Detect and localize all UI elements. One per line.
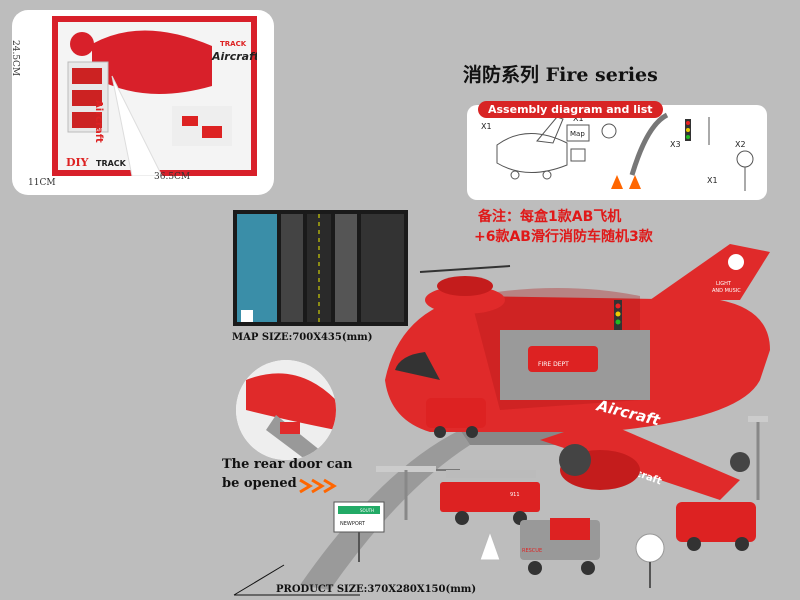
plane-tail-text-1: LIGHT [716,281,732,287]
box-logo-top: TRACK [220,40,247,48]
box-illustration: TRACK Aircraft Aircraft DIY TRACK [52,16,257,176]
box-side-text: Aircraft [93,100,104,143]
assembly-qty-3: X3 [670,140,681,149]
ladder-truck-number: 911 [510,492,520,498]
assembly-qty-1c: X1 [707,176,718,185]
play-map [233,210,408,326]
box-track-label: TRACK [96,159,127,168]
assembly-header: Assembly diagram and list [478,101,663,118]
fire-dept-label: FIRE DEPT [538,361,569,368]
map-size-label: MAP SIZE:700X435(mm) [232,332,373,343]
product-size-label: PRODUCT SIZE:370X280X150(mm) [276,584,477,595]
note-line-1: 备注：每盒1款AB飞机 [478,209,622,225]
sign-south: SOUTH [360,508,374,513]
assembly-qty-1: X1 [481,122,492,131]
rear-door-inset [236,360,336,460]
door-caption-line-2: be opened [222,476,297,491]
assembly-qty-1b: X1 [573,114,584,123]
sign-newport: NEWPORT [340,521,366,527]
box-width-label: 36.5CM [154,172,191,182]
plane-tail-text-2: AND MUSIC [712,288,741,294]
page-title: 消防系列 Fire series [463,64,658,86]
note-line-2: +6款AB滑行消防车随机3款 [474,229,653,245]
assembly-map-label: Map [570,130,585,138]
box-depth-label: 11CM [28,178,56,188]
door-caption-line-1: The rear door can [222,457,353,472]
assembly-parts: X1 X1 Map X3 X2 X1 [481,112,754,191]
box-diy-label: DIY [66,156,89,169]
rescue-label: RESCUE [522,548,542,554]
assembly-qty-2: X2 [735,140,746,149]
box-logo-main: Aircraft [211,50,257,63]
